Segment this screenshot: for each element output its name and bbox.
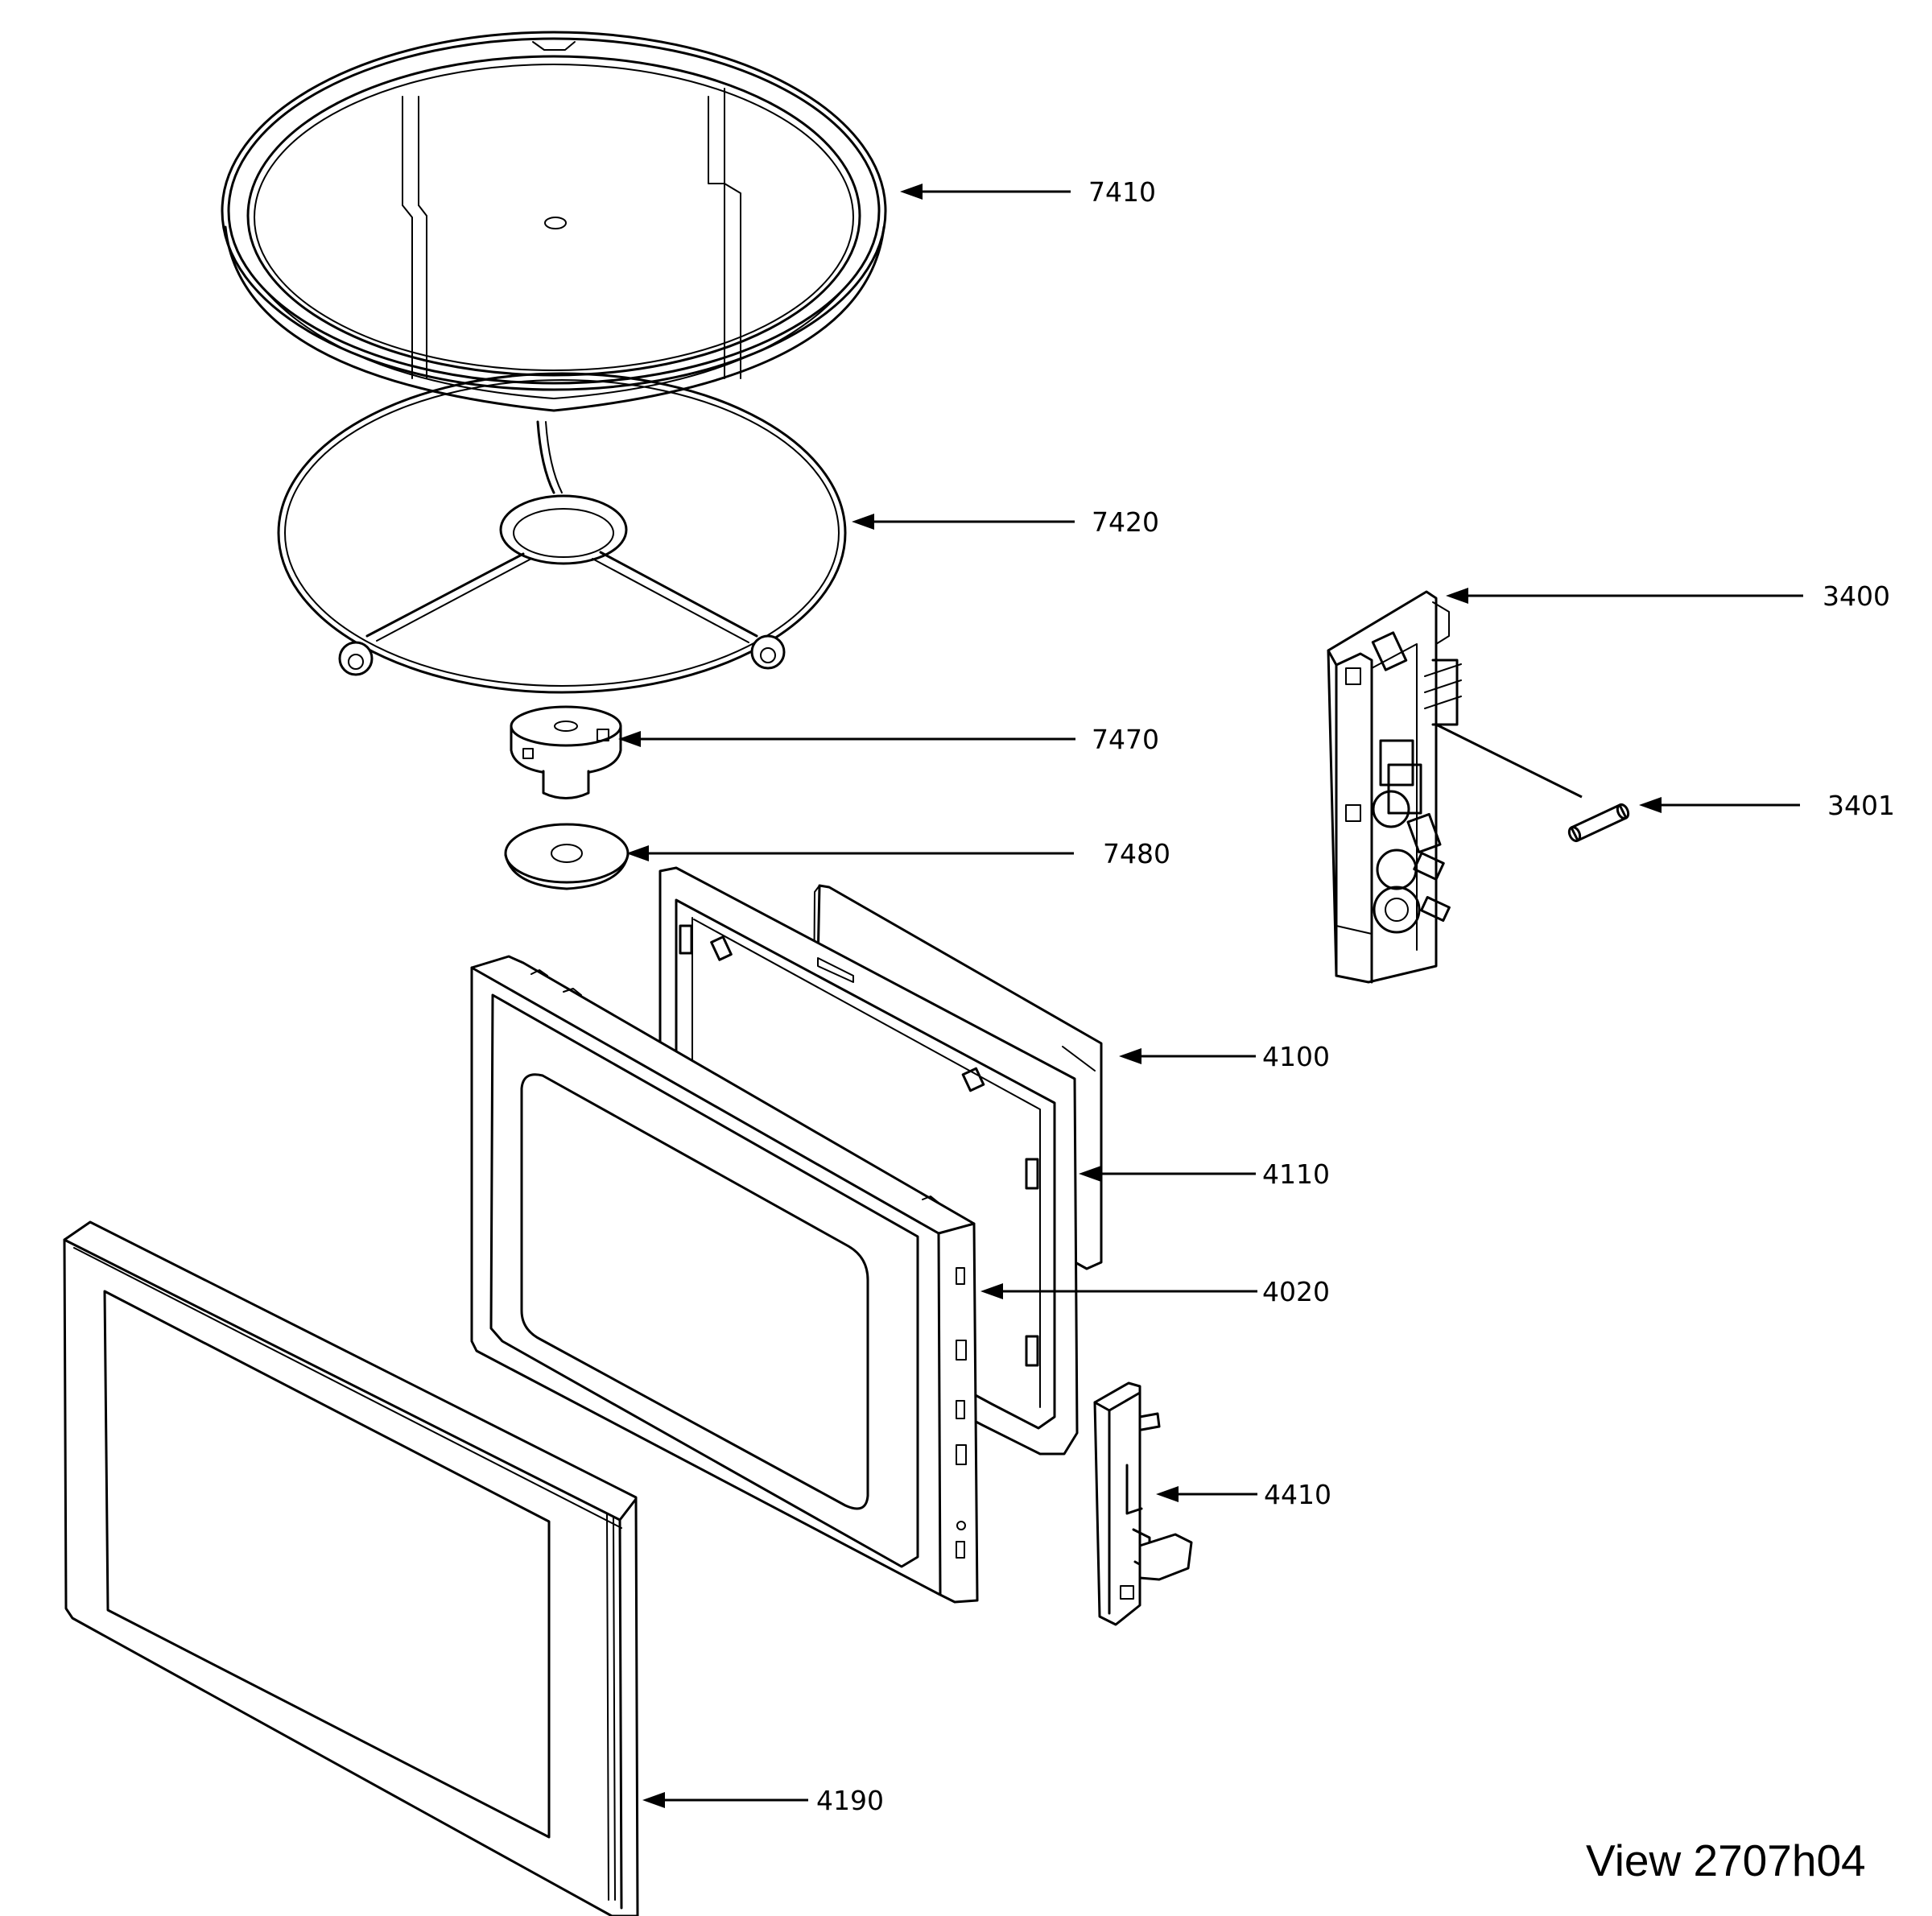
callout-7410: 7410: [1088, 176, 1156, 208]
callout-3400: 3400: [1823, 580, 1890, 612]
callout-7480: 7480: [1103, 838, 1170, 869]
callout-7470: 7470: [1092, 724, 1159, 755]
callout-4410: 4410: [1264, 1479, 1331, 1510]
view-label: View 2707h04: [1586, 1835, 1866, 1885]
part-3400-switch-assembly: [1327, 590, 1462, 984]
part-7410-turntable-tray: [221, 31, 887, 412]
part-7480-roller-support: [504, 823, 630, 890]
callout-3401: 3401: [1827, 790, 1895, 821]
part-7420-roller-ring: [277, 372, 847, 694]
callout-4190: 4190: [816, 1785, 884, 1816]
callout-7420: 7420: [1092, 506, 1159, 538]
part-4410-door-latch: [1093, 1381, 1193, 1626]
callout-4100: 4100: [1262, 1041, 1330, 1072]
part-4190-door-front-panel: [63, 1220, 639, 1916]
part-7470-drive-coupler: [510, 705, 622, 799]
callout-4110: 4110: [1262, 1158, 1330, 1190]
leader-lines: [618, 184, 1803, 1808]
part-3401-fuse: [1435, 723, 1630, 843]
callout-4020: 4020: [1262, 1276, 1330, 1307]
part-4020-door-frame: [470, 955, 979, 1604]
